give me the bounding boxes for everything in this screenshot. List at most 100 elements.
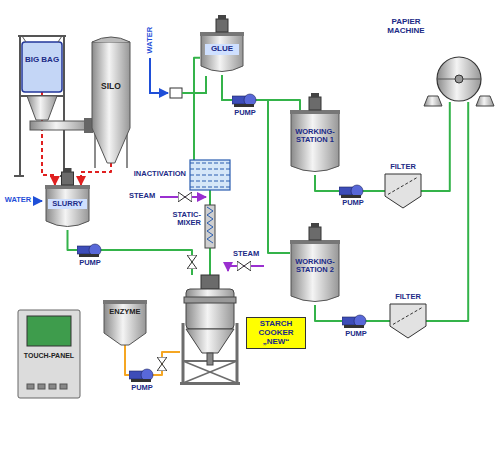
touch-panel: TOUCH-PANEL	[18, 310, 80, 398]
water-line	[182, 76, 206, 93]
panel-button	[38, 384, 45, 389]
cooker-motor	[201, 275, 219, 289]
tank-body	[46, 188, 89, 227]
machine-drum	[437, 57, 481, 101]
silo: SILO	[92, 38, 130, 163]
filter: FILTER	[390, 304, 426, 338]
cooker-frame	[182, 323, 185, 385]
pipe-line	[209, 190, 211, 205]
node-label: WORKING-STATION 2	[292, 258, 338, 275]
big-bag-frame	[18, 35, 66, 37]
starch-cooker-outline	[180, 275, 240, 385]
agitator-motor	[62, 172, 74, 185]
pipe-line	[421, 102, 450, 191]
papier-machine-trough	[476, 96, 494, 106]
node-label: FILTER	[386, 293, 430, 301]
agitator-motor	[309, 97, 321, 110]
water-line	[150, 58, 168, 93]
big-bag-frame	[63, 36, 65, 176]
water-line	[34, 200, 42, 202]
slurry-tank: SLURRY	[45, 185, 90, 230]
bag-body	[22, 42, 62, 92]
big-bag-outline	[22, 42, 62, 92]
tank-rim	[200, 32, 244, 36]
papier-machine-trough	[424, 96, 442, 106]
static-mixer-outline	[205, 205, 215, 248]
bag-sling	[22, 36, 26, 42]
node-label: STARCH COOKER „NEW“	[246, 317, 306, 349]
paper-machine-outline	[436, 56, 482, 102]
water-line	[170, 88, 182, 98]
cooker-cone	[186, 329, 234, 353]
silo-outline	[92, 38, 130, 163]
valve-symbol	[187, 255, 197, 269]
working-station-tank: WORKING-STATION 1	[290, 110, 340, 175]
big-bag-hopper	[27, 96, 93, 133]
pump-symbol	[77, 244, 101, 257]
big-bag-frame	[14, 175, 24, 177]
glue-tank: GLUE	[200, 32, 244, 75]
agitator-motor	[216, 19, 228, 32]
mixer-tube	[205, 205, 215, 248]
agitator-motor	[311, 223, 319, 227]
pipe-line	[222, 75, 300, 110]
silo-roof	[92, 37, 130, 42]
node-label: SLURRY	[48, 199, 87, 209]
heat-exchanger	[190, 160, 230, 190]
bag-sling	[58, 36, 62, 42]
pipe-line	[222, 75, 290, 253]
panel-button	[60, 384, 67, 389]
inactivation-unit: INACTIVATION	[190, 160, 230, 190]
agitator-motor	[309, 227, 321, 240]
valve-symbol	[178, 192, 192, 202]
node-label: FILTER	[381, 163, 425, 171]
utility-label: WATER	[146, 20, 154, 60]
enzyme-tank-body	[104, 303, 146, 345]
node-label: BIG BAG	[24, 56, 60, 65]
paper-machine: PAPIER MACHINE	[436, 56, 482, 102]
pipe-line	[81, 163, 111, 185]
filter: FILTER	[385, 174, 421, 208]
pipe-line	[426, 102, 468, 321]
pump-label: PUMP	[342, 330, 370, 338]
valve-symbol	[157, 357, 167, 371]
filter-outline	[385, 174, 421, 208]
panel-button	[27, 384, 34, 389]
node-label: WORKING-STATION 1	[292, 128, 338, 145]
agitator-motor	[311, 93, 319, 97]
filter-screen	[388, 177, 418, 194]
pump-label: PUMP	[339, 199, 367, 207]
pump-label: PUMP	[76, 259, 104, 267]
tank-rim	[45, 185, 90, 189]
cooker-outlet	[207, 353, 213, 365]
pump-label: PUMP	[231, 109, 259, 117]
pipe-line	[125, 345, 180, 375]
inactivation-unit-outline	[190, 160, 230, 190]
panel-screen	[27, 316, 71, 346]
tank-body	[291, 113, 339, 172]
utility-label: STEAM	[230, 250, 262, 258]
agitator-motor	[218, 15, 226, 19]
pump-symbol	[232, 94, 256, 107]
panel-button	[49, 384, 56, 389]
cooker-frame	[236, 323, 239, 385]
utility-label: STEAM	[126, 192, 158, 200]
filter-screen	[393, 307, 423, 324]
machine-drum	[455, 75, 463, 83]
pump-symbol	[129, 369, 153, 382]
tank-rim	[290, 240, 340, 244]
steam-line	[160, 197, 264, 271]
valve-symbol	[237, 261, 251, 271]
big-bag-frame	[14, 36, 70, 176]
node-label: STATIC-MIXER	[161, 211, 201, 228]
pump-symbol	[339, 185, 363, 198]
node-label: ENZYME	[105, 308, 145, 316]
tank-rim	[290, 110, 340, 114]
mixer-element	[207, 207, 213, 243]
static-mixer: STATIC-MIXER	[205, 205, 215, 248]
pipe-line	[194, 58, 200, 160]
big-bag-hopper	[30, 121, 88, 130]
panel-cabinet	[18, 310, 80, 398]
big-bag-hopper	[27, 96, 57, 120]
